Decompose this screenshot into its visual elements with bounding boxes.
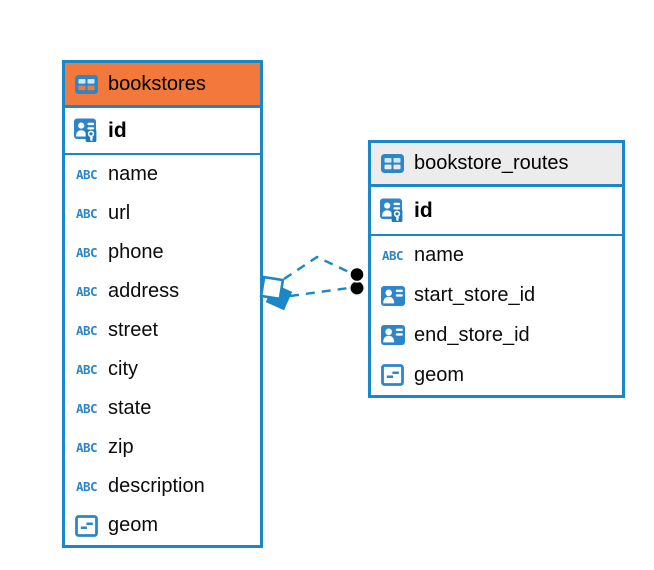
endpoint-dot-lower[interactable] — [348, 279, 365, 296]
text-type-icon: ABC — [75, 362, 98, 377]
geometry-type-icon — [379, 362, 406, 389]
field-row-name[interactable]: ABC name — [371, 236, 622, 276]
text-type-icon: ABC — [75, 440, 98, 455]
field-row-phone[interactable]: ABC phone — [65, 233, 260, 272]
geometry-type-icon — [73, 512, 100, 539]
primary-key-label: id — [414, 198, 433, 222]
field-label: street — [108, 319, 159, 341]
field-label: start_store_id — [414, 284, 536, 307]
field-row-end_store_id[interactable]: end_store_id — [371, 315, 622, 356]
field-row-description[interactable]: ABC description — [65, 467, 260, 506]
table-grid-icon — [73, 71, 100, 98]
text-type-icon: ABC — [75, 284, 98, 299]
field-label: end_store_id — [414, 323, 530, 346]
person-badge-icon — [379, 322, 406, 349]
field-row-state[interactable]: ABC state — [65, 389, 260, 428]
primary-key-icon — [73, 117, 100, 144]
field-row-name[interactable]: ABC name — [65, 155, 260, 194]
table-header[interactable]: bookstore_routes — [371, 143, 622, 187]
endpoint-dot-upper[interactable] — [348, 266, 366, 283]
relationship-line-lower[interactable] — [289, 286, 350, 298]
table-title: bookstores — [108, 72, 206, 95]
field-row-geom[interactable]: geom — [65, 506, 260, 545]
primary-key-icon — [379, 197, 406, 224]
table-title: bookstore_routes — [414, 152, 569, 174]
field-row-city[interactable]: ABC city — [65, 350, 260, 389]
field-label: description — [108, 475, 205, 497]
table-grid-icon — [379, 150, 406, 177]
primary-key-row[interactable]: id — [371, 187, 622, 236]
field-label: phone — [108, 241, 164, 263]
text-type-icon: ABC — [75, 323, 98, 338]
text-type-icon: ABC — [75, 245, 98, 260]
field-label: url — [108, 202, 131, 224]
stacked-squares-icon[interactable] — [259, 275, 293, 311]
field-row-zip[interactable]: ABC zip — [65, 428, 260, 467]
field-label: city — [108, 358, 138, 380]
entity-table-bookstore-routes[interactable]: bookstore_routes id ABC name — [368, 140, 625, 398]
text-type-icon: ABC — [75, 167, 98, 182]
field-row-geom[interactable]: geom — [371, 355, 622, 395]
field-row-start_store_id[interactable]: start_store_id — [371, 275, 622, 316]
field-label: zip — [108, 436, 134, 458]
field-row-url[interactable]: ABC url — [65, 194, 260, 233]
relationship-line-upper[interactable] — [283, 255, 352, 280]
field-row-address[interactable]: ABC address — [65, 272, 260, 311]
field-label: geom — [414, 363, 465, 386]
field-row-street[interactable]: ABC street — [65, 311, 260, 350]
field-label: address — [108, 280, 180, 302]
table-header[interactable]: bookstores — [65, 63, 260, 108]
primary-key-label: id — [108, 118, 127, 142]
text-type-icon: ABC — [75, 479, 98, 494]
primary-key-row[interactable]: id — [65, 108, 260, 155]
field-label: state — [108, 397, 152, 419]
field-rows: ABC name start_store_id end_store_id geom — [371, 236, 622, 395]
text-type-icon: ABC — [75, 206, 98, 221]
field-label: name — [414, 244, 465, 267]
field-label: name — [108, 163, 159, 185]
text-type-icon: ABC — [381, 248, 404, 264]
field-label: geom — [108, 514, 159, 536]
person-badge-icon — [379, 282, 406, 309]
text-type-icon: ABC — [75, 401, 98, 416]
